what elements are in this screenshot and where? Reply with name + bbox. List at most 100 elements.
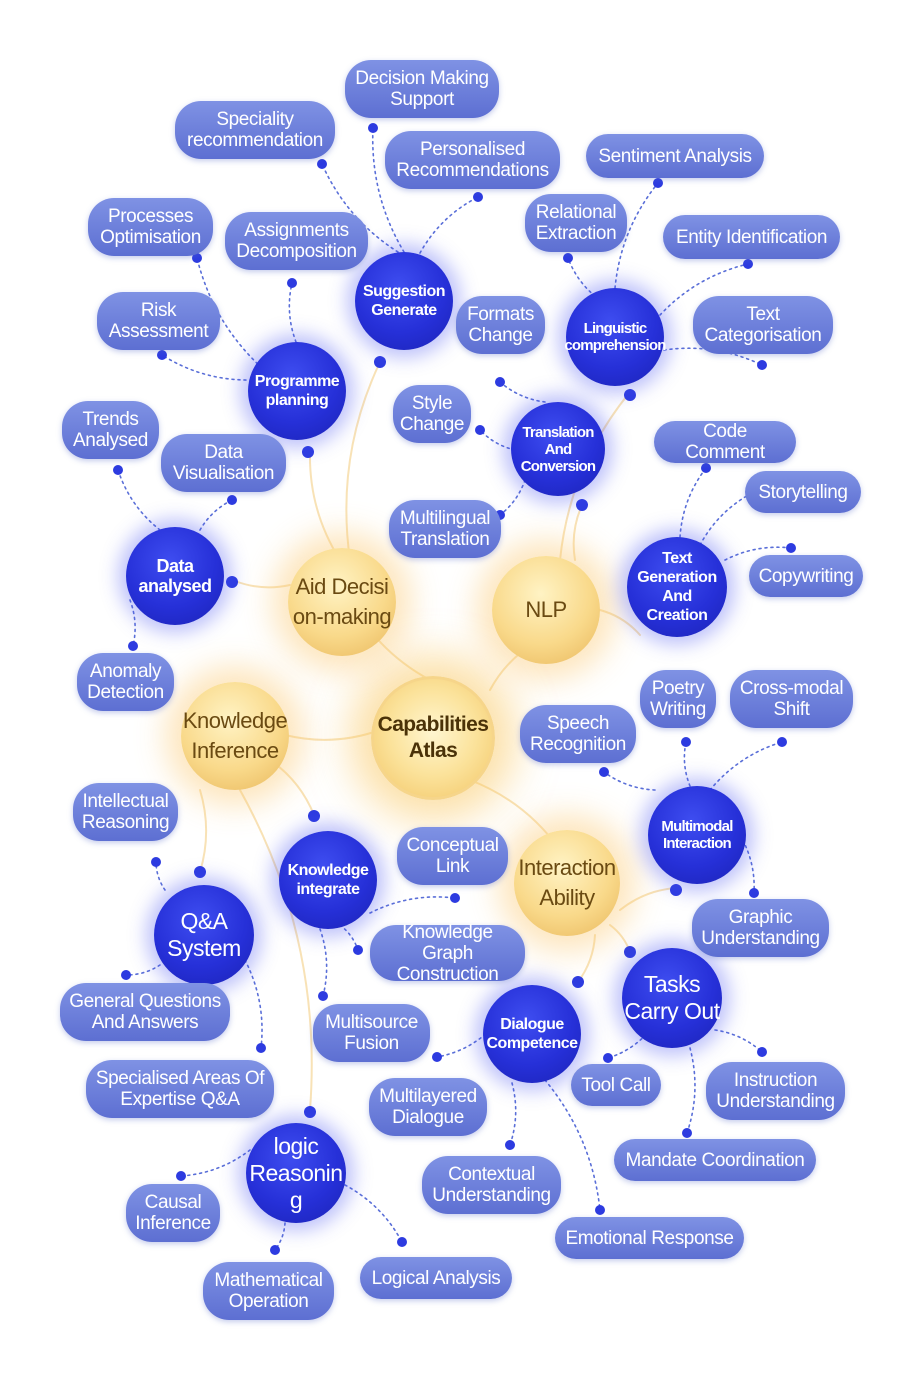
leaf-connector <box>161 354 253 381</box>
leaf-connector <box>499 381 546 403</box>
leaf-instruction-understanding[interactable]: Instruction Understanding <box>706 1062 845 1120</box>
hub-dialogue-competence[interactable]: Dialogue Competence <box>483 985 581 1083</box>
leaf-connector <box>509 1082 517 1146</box>
leaf-copywriting[interactable]: Copywriting <box>749 555 863 597</box>
core-nlp[interactable]: NLP <box>492 556 600 664</box>
connector-end-dot <box>681 737 691 747</box>
leaf-connector <box>419 196 479 254</box>
connector-end-dot <box>176 1171 186 1181</box>
hub-suggestion-generate[interactable]: Suggestion Generate <box>355 252 453 350</box>
leaf-causal-inference[interactable]: Causal Inference <box>126 1184 220 1242</box>
hub-qa-system[interactable]: Q&A System <box>154 885 254 985</box>
leaf-code-comment[interactable]: Code Comment <box>654 421 796 463</box>
leaf-connector <box>180 1149 251 1177</box>
leaf-emotional-response[interactable]: Emotional Response <box>555 1217 744 1259</box>
hub-anchor-dot <box>226 576 238 588</box>
leaf-general-questions-and-answers[interactable]: General Questions And Answers <box>60 983 230 1041</box>
leaf-poetry-writing[interactable]: Poetry Writing <box>640 670 716 728</box>
hub-tasks-carry-out[interactable]: Tasks Carry Out <box>622 948 722 1048</box>
leaf-assignments-decomposition[interactable]: Assignments Decomposition <box>225 212 368 270</box>
connector-end-dot <box>227 495 237 505</box>
core-knowledge-inference[interactable]: Knowledge Inference <box>181 682 289 790</box>
connector-end-dot <box>505 1140 515 1150</box>
connector-end-dot <box>317 159 327 169</box>
connector-end-dot <box>757 1047 767 1057</box>
leaf-connector <box>436 1029 491 1058</box>
leaf-connector <box>117 469 161 531</box>
connector-end-dot <box>368 123 378 133</box>
leaf-multilayered-dialogue[interactable]: Multilayered Dialogue <box>369 1078 487 1136</box>
connector-end-dot <box>595 1205 605 1215</box>
leaf-specialised-areas-of-expertise-qa[interactable]: Specialised Areas Of Expertise Q&A <box>86 1060 274 1118</box>
leaf-data-visualisation[interactable]: Data Visualisation <box>161 434 286 492</box>
leaf-storytelling[interactable]: Storytelling <box>745 471 861 513</box>
leaf-mathematical-operation[interactable]: Mathematical Operation <box>203 1262 334 1320</box>
leaf-connector <box>686 1047 696 1134</box>
leaf-connector <box>371 127 405 253</box>
connector-end-dot <box>270 1245 280 1255</box>
core-aid-decision-making[interactable]: Aid Decisi on-making <box>288 548 396 656</box>
leaf-personalised-recommendations[interactable]: Personalised Recommendations <box>385 131 560 189</box>
leaf-risk-assessment[interactable]: Risk Assessment <box>97 292 220 350</box>
leaf-style-change[interactable]: Style Change <box>393 385 471 443</box>
leaf-formats-change[interactable]: Formats Change <box>456 296 545 354</box>
leaf-contextual-understanding[interactable]: Contextual Understanding <box>422 1156 561 1214</box>
core-interaction-ability[interactable]: Interaction Ability <box>514 830 620 936</box>
leaf-processes-optimisation[interactable]: Processes Optimisation <box>88 198 213 256</box>
hub-anchor-dot <box>576 499 588 511</box>
core-connector <box>234 580 291 589</box>
core-connector <box>239 789 313 1111</box>
hub-knowledge-integrate[interactable]: Knowledge integrate <box>279 831 377 929</box>
center-capabilities-atlas: Capabilities Atlas <box>371 676 495 800</box>
leaf-speech-recognition[interactable]: Speech Recognition <box>520 705 636 763</box>
leaf-connector <box>244 959 263 1049</box>
leaf-graphic-understanding[interactable]: Graphic Understanding <box>692 899 829 957</box>
hub-text-generation-and-creation[interactable]: Text Generation And Creation <box>627 537 727 637</box>
connector-end-dot <box>757 360 767 370</box>
leaf-anomaly-detection[interactable]: Anomaly Detection <box>77 653 174 711</box>
core-connector <box>577 934 596 983</box>
connector-end-dot <box>653 178 663 188</box>
leaf-connector <box>724 546 792 561</box>
hub-programme-planning[interactable]: Programme planning <box>248 342 346 440</box>
core-connector <box>345 361 381 561</box>
connector-end-dot <box>682 1128 692 1138</box>
hub-translation-and-conversion[interactable]: Translation And Conversion <box>511 402 605 496</box>
connector-end-dot <box>192 253 202 263</box>
connector-end-dot <box>495 377 505 387</box>
leaf-connector <box>614 182 659 289</box>
core-connector <box>572 504 583 561</box>
leaf-multisource-fusion[interactable]: Multisource Fusion <box>313 1004 430 1062</box>
leaf-cross-modal-shift[interactable]: Cross-modal Shift <box>730 670 853 728</box>
hub-logic-reasoning[interactable]: logic Reasonin g <box>246 1123 346 1223</box>
leaf-trends-analysed[interactable]: Trends Analysed <box>62 401 159 459</box>
leaf-mandate-coordination[interactable]: Mandate Coordination <box>614 1139 816 1181</box>
leaf-decision-making-support[interactable]: Decision Making Support <box>345 60 499 118</box>
leaf-multilingual-translation[interactable]: Multilingual Translation <box>389 500 501 558</box>
leaf-conceptual-link[interactable]: Conceptual Link <box>397 827 508 885</box>
leaf-text-categorisation[interactable]: Text Categorisation <box>693 296 833 354</box>
hub-data-analysed[interactable]: Data analysed <box>126 527 224 625</box>
leaf-connector <box>683 741 691 787</box>
leaf-connector <box>321 163 399 253</box>
hub-linguistic-comprehension[interactable]: Linguistic comprehension <box>564 288 666 386</box>
leaf-knowledge-graph-construction[interactable]: Knowledge Graph Construction <box>370 922 525 985</box>
leaf-connector <box>659 263 749 316</box>
connector-end-dot <box>128 641 138 651</box>
leaf-connector <box>288 282 297 343</box>
leaf-sentiment-analysis[interactable]: Sentiment Analysis <box>586 134 764 178</box>
connector-end-dot <box>151 857 161 867</box>
leaf-intellectual-reasoning[interactable]: Intellectual Reasoning <box>73 783 178 841</box>
leaf-entity-identification[interactable]: Entity Identification <box>663 215 840 259</box>
leaf-relational-extraction[interactable]: Relational Extraction <box>525 194 627 252</box>
connector-end-dot <box>563 253 573 263</box>
leaf-speciality-recommendation[interactable]: Speciality recommendation <box>175 101 335 159</box>
leaf-logical-analysis[interactable]: Logical Analysis <box>360 1257 512 1299</box>
hub-multimodal-interaction[interactable]: Multimodal Interaction <box>648 786 746 884</box>
leaf-connector <box>196 257 263 369</box>
leaf-tool-call[interactable]: Tool Call <box>571 1064 661 1106</box>
connector-end-dot <box>701 463 711 473</box>
leaf-connector <box>739 834 755 894</box>
leaf-connector <box>499 479 526 516</box>
leaf-connector <box>714 1029 763 1053</box>
